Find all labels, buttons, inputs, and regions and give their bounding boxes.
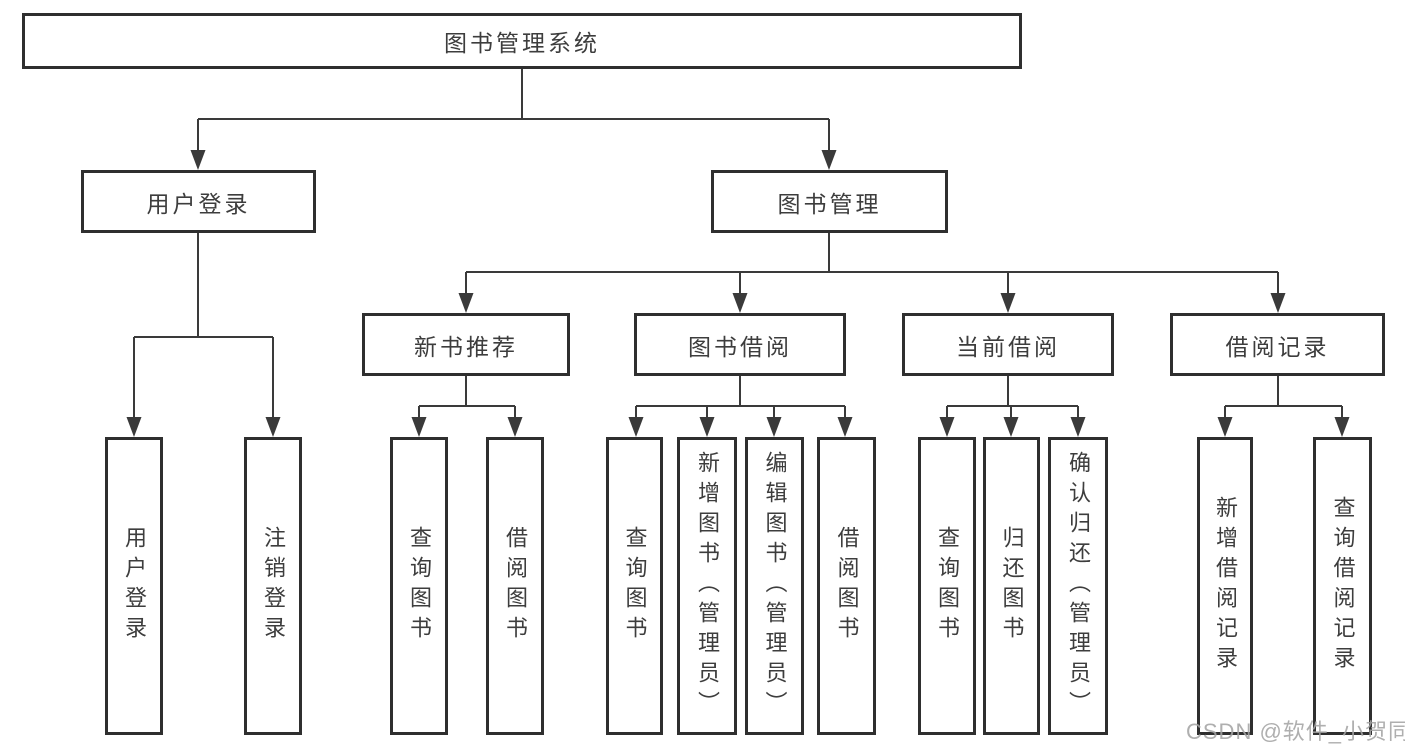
connector-user-login-branch	[126, 233, 281, 437]
node-label: 编辑图书（管理员）	[762, 451, 788, 721]
node-label: 新增图书（管理员）	[695, 451, 720, 721]
connector-borrowing-records	[1217, 376, 1350, 437]
node-leaf-logout: 注销登录	[244, 437, 302, 735]
node-root: 图书管理系统	[22, 13, 1022, 69]
connector-new-book-recommend	[411, 376, 523, 437]
node-leaf-confirm-return-admin: 确认归还（管理员）	[1048, 437, 1108, 735]
connector-current-borrowing	[939, 376, 1086, 437]
node-label: 查询图书	[622, 526, 648, 646]
node-label: 查询借阅记录	[1330, 496, 1356, 676]
node-leaf-add-borrow-record: 新增借阅记录	[1197, 437, 1253, 735]
node-label: 图书借阅	[688, 333, 792, 360]
node-label: 图书管理	[777, 190, 882, 217]
node-root-label: 图书管理系统	[444, 30, 600, 56]
node-label: 新增借阅记录	[1213, 496, 1238, 676]
node-leaf-add-book-admin: 新增图书（管理员）	[677, 437, 737, 735]
node-new-book-recommend: 新书推荐	[362, 313, 570, 376]
node-label: 借阅图书	[503, 526, 528, 646]
node-label: 借阅记录	[1225, 333, 1330, 360]
node-label: 注销登录	[261, 526, 286, 646]
node-leaf-return-book: 归还图书	[983, 437, 1040, 735]
node-label: 用户登录	[146, 190, 251, 217]
node-label: 新书推荐	[414, 333, 518, 360]
node-leaf-borrow-books-recommend: 借阅图书	[486, 437, 544, 735]
node-leaf-query-books-current: 查询图书	[918, 437, 976, 735]
node-book-borrowing: 图书借阅	[634, 313, 846, 376]
connector-root-to-level2	[190, 69, 837, 170]
node-leaf-query-books-recommend: 查询图书	[390, 437, 448, 735]
csdn-watermark: CSDN @软件_小贺同学	[1186, 719, 1405, 744]
node-label: 归还图书	[999, 526, 1025, 646]
node-leaf-query-books-borrowing: 查询图书	[606, 437, 663, 735]
node-leaf-query-borrow-record: 查询借阅记录	[1313, 437, 1372, 735]
node-book-management: 图书管理	[711, 170, 948, 233]
node-label: 确认归还（管理员）	[1066, 451, 1091, 721]
connector-book-management-branch	[458, 233, 1286, 313]
node-leaf-user-login: 用户登录	[105, 437, 163, 735]
node-label: 用户登录	[122, 526, 147, 646]
node-leaf-borrow-books-borrowing: 借阅图书	[817, 437, 876, 735]
node-label: 查询图书	[935, 526, 960, 646]
node-user-login: 用户登录	[81, 170, 316, 233]
node-label: 当前借阅	[956, 333, 1060, 360]
node-borrowing-records: 借阅记录	[1170, 313, 1385, 376]
node-leaf-edit-book-admin: 编辑图书（管理员）	[745, 437, 804, 735]
node-label: 查询图书	[407, 526, 432, 646]
connector-book-borrowing	[628, 376, 853, 437]
node-label: 借阅图书	[834, 526, 860, 646]
node-current-borrowing: 当前借阅	[902, 313, 1114, 376]
